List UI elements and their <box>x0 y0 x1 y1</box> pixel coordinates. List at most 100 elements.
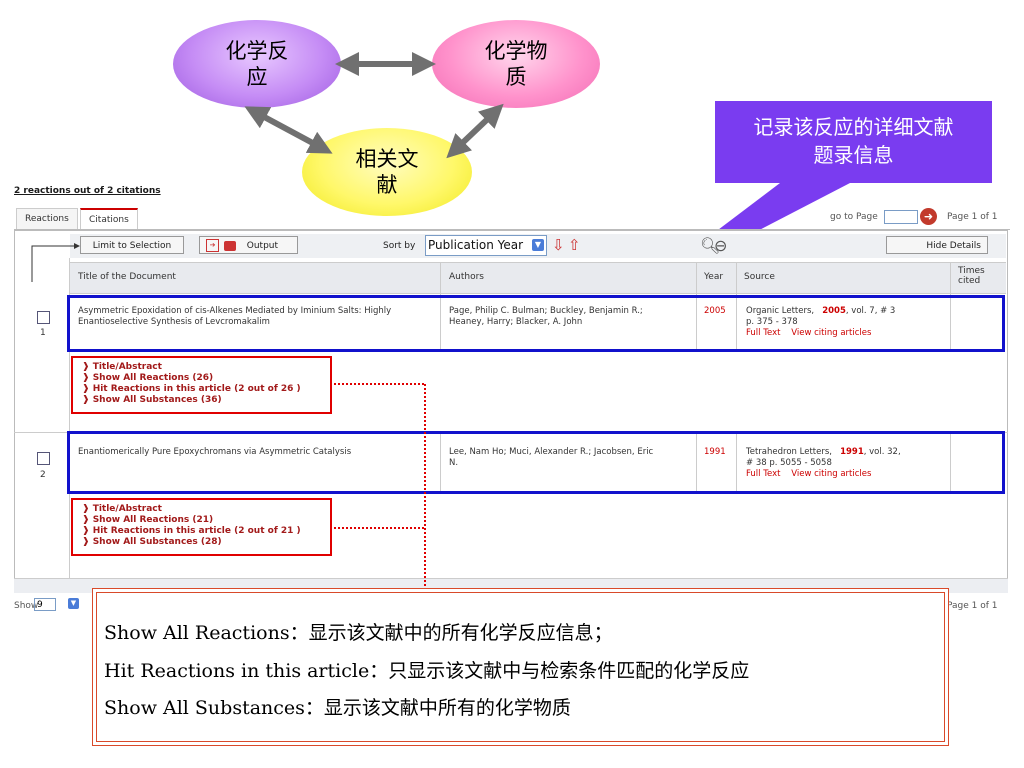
reaction-oval-label-1: 化学反 <box>225 39 289 63</box>
row-1-pages: p. 375 - 378 <box>746 317 798 327</box>
goto-page-input[interactable] <box>884 210 918 224</box>
explanation-line-1: Show All Reactions：显示该文献中的所有化学反应信息； <box>104 622 613 644</box>
row-2-authors-line-2: N. <box>449 458 459 468</box>
reaction-oval-label-2: 应 <box>246 65 268 89</box>
substance-oval-label-1: 化学物 <box>484 39 548 63</box>
table-header <box>70 262 1006 294</box>
results-count-header[interactable]: 2 reactions out of 2 citations <box>14 186 161 196</box>
row-1-highlight <box>67 295 1005 352</box>
chevron-down-icon: ▼ <box>532 239 544 251</box>
sort-by-select[interactable]: Publication Year ▼ <box>425 235 547 256</box>
callout-box: 记录该反应的详细文献 题录信息 <box>715 101 992 183</box>
literature-oval-label-1: 相关文 <box>355 147 419 171</box>
explanation-box <box>92 588 949 746</box>
tab-reactions[interactable]: Reactions <box>16 208 78 229</box>
row-2-link-show-all-reactions-text: Show All Reactions (21) <box>92 515 214 525</box>
page-indicator-top: Page 1 of 1 <box>947 212 998 222</box>
arrow-substance-literature <box>446 103 504 159</box>
callout-line-1: 记录该反应的详细文献 <box>753 115 954 139</box>
print-icon <box>223 240 236 251</box>
column-title[interactable]: Title of the Document <box>78 272 176 282</box>
show-count-select[interactable]: 9 <box>34 598 56 611</box>
row-2-number: 2 <box>40 470 46 480</box>
page-indicator-bottom: Page 1 of 1 <box>947 601 998 611</box>
show-label: Show <box>14 601 39 611</box>
row-1-authors-line-2: Heaney, Harry; Blacker, A. John <box>449 317 583 327</box>
literature-oval-label-2: 献 <box>376 173 398 197</box>
sort-ascending-icon[interactable]: ⇧ <box>568 236 581 254</box>
row-1-checkbox[interactable] <box>37 311 50 324</box>
column-authors[interactable]: Authors <box>449 272 484 282</box>
row-2-full-text-link[interactable]: Full Text <box>746 469 781 479</box>
column-divider <box>950 262 951 350</box>
row-2-pages: # 38 p. 5055 - 5058 <box>746 458 832 468</box>
column-times-cited[interactable]: Times cited <box>950 262 1006 292</box>
reaction-oval: 化学反应 <box>173 20 341 108</box>
row-1-link-show-all-reactions[interactable]: ❱ Show All Reactions (26) <box>82 373 214 383</box>
row-1-source-year: 2005 <box>822 306 846 316</box>
column-divider <box>696 262 697 350</box>
column-year[interactable]: Year <box>704 272 724 282</box>
chevron-down-icon[interactable]: ▼ <box>68 598 79 609</box>
row-2-link-title-abstract-text: Title/Abstract <box>92 504 162 514</box>
row-2-links-box: ❱ Title/Abstract ❱ Show All Reactions (2… <box>71 498 332 556</box>
sort-descending-icon[interactable]: ⇩ <box>552 236 565 254</box>
row-1-title[interactable]: Asymmetric Epoxidation of cis-Alkenes Me… <box>78 306 438 328</box>
goto-page-arrow-icon[interactable]: ➜ <box>920 208 937 225</box>
explanation-line-3: Show All Substances：显示该文献中所有的化学物质 <box>104 697 571 719</box>
row-1-link-hit-reactions[interactable]: ❱ Hit Reactions in this article (2 out o… <box>82 384 301 394</box>
row-2-checkbox[interactable] <box>37 452 50 465</box>
column-times-cited-line-2: cited <box>958 276 981 286</box>
zoom-out-icon[interactable]: ⊖ <box>714 236 728 255</box>
row-1-link-show-all-substances[interactable]: ❱ Show All Substances (36) <box>82 395 222 405</box>
row-2-link-hit-reactions-text: Hit Reactions in this article (2 out of … <box>92 526 301 536</box>
row-1-citing-articles-link[interactable]: View citing articles <box>791 328 872 338</box>
column-divider <box>440 262 441 350</box>
sort-by-label: Sort by <box>383 241 416 251</box>
zoom-in-icon[interactable]: 🔍︎ <box>700 236 721 255</box>
row-1-link-title-abstract-text: Title/Abstract <box>92 362 162 372</box>
substance-oval: 化学物质 <box>432 20 600 108</box>
row-2-volume: , vol. 32, <box>863 447 901 457</box>
tabs-divider <box>14 229 1010 230</box>
column-source[interactable]: Source <box>744 272 775 282</box>
row-2-link-show-all-substances[interactable]: ❱ Show All Substances (28) <box>82 537 222 547</box>
limit-to-selection-button[interactable]: Limit to Selection <box>80 236 184 254</box>
row-2-journal: Tetrahedron Letters, <box>746 447 832 457</box>
row-2-link-show-all-reactions[interactable]: ❱ Show All Reactions (21) <box>82 515 214 525</box>
row-1-title-line-1: Asymmetric Epoxidation of cis-Alkenes Me… <box>78 306 392 316</box>
row-2-authors: Lee, Nam Ho; Muci, Alexander R.; Jacobse… <box>449 447 694 469</box>
row-1-link-show-all-reactions-text: Show All Reactions (26) <box>92 373 214 383</box>
hide-details-button[interactable]: Hide Details <box>886 236 988 254</box>
substance-oval-label-2: 质 <box>505 65 527 89</box>
column-divider <box>440 432 441 492</box>
row-1-full-text-link[interactable]: Full Text <box>746 328 781 338</box>
row-1-title-line-2: Enantioselective Synthesis of Levcromaka… <box>78 317 270 327</box>
column-divider <box>69 258 70 578</box>
export-icon: ➔ <box>206 239 219 252</box>
column-divider <box>950 432 951 492</box>
row-2-link-hit-reactions[interactable]: ❱ Hit Reactions in this article (2 out o… <box>82 526 301 536</box>
row-2-citing-articles-link[interactable]: View citing articles <box>791 469 872 479</box>
row-1-year: 2005 <box>704 306 726 316</box>
row-2-title[interactable]: Enantiomerically Pure Epoxychromans via … <box>78 447 352 457</box>
column-divider <box>736 432 737 492</box>
row-2-source-year: 1991 <box>840 447 864 457</box>
goto-page-label: go to Page <box>830 212 878 222</box>
column-times-cited-line-1: Times <box>958 266 985 276</box>
explanation-line-2: Hit Reactions in this article：只显示该文献中与检索… <box>104 660 750 682</box>
row-2-year: 1991 <box>704 447 726 457</box>
output-button[interactable]: ➔ Output <box>199 236 298 254</box>
select-all-connector <box>31 243 80 282</box>
row-1-authors: Page, Philip C. Bulman; Buckley, Benjami… <box>449 306 694 328</box>
callout-line-2: 题录信息 <box>813 143 894 167</box>
arrow-reaction-literature <box>244 106 333 154</box>
row-1-link-hit-reactions-text: Hit Reactions in this article (2 out of … <box>92 384 301 394</box>
row-2-authors-line-1: Lee, Nam Ho; Muci, Alexander R.; Jacobse… <box>449 447 654 457</box>
row-2-highlight <box>67 431 1005 494</box>
tab-citations[interactable]: Citations <box>80 208 138 230</box>
row-2-link-show-all-substances-text: Show All Substances (28) <box>92 537 222 547</box>
column-divider <box>696 432 697 492</box>
row-1-link-title-abstract[interactable]: ❱ Title/Abstract <box>82 362 162 372</box>
row-2-link-title-abstract[interactable]: ❱ Title/Abstract <box>82 504 162 514</box>
